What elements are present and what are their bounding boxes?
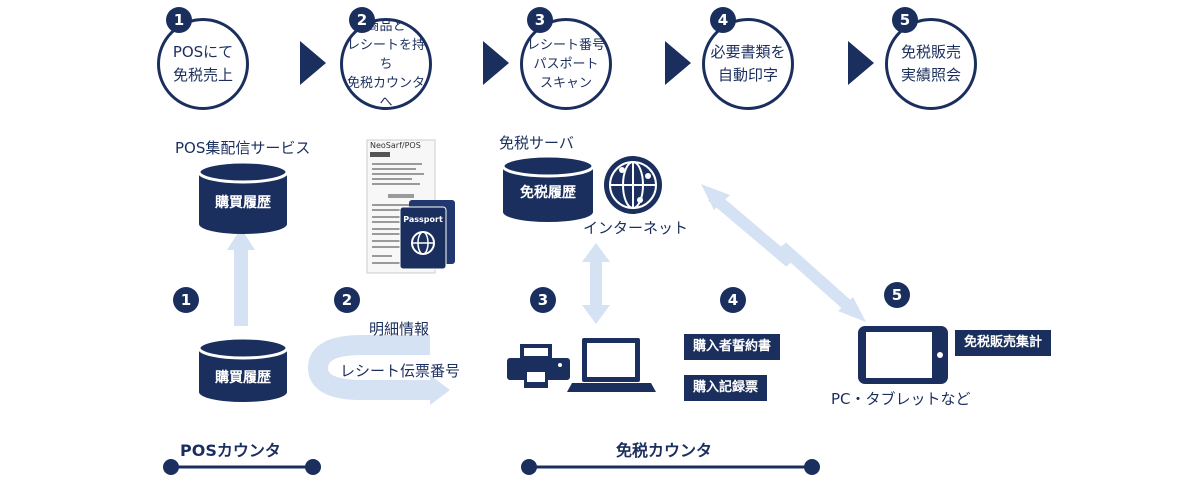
step-1-text: POSにて 免税売上 [172, 43, 234, 84]
tablet-icon [858, 326, 948, 384]
chevron-right-icon [848, 41, 874, 85]
database-icon [197, 336, 289, 402]
marker-3: 3 [530, 287, 556, 313]
receipt-brand: NeoSarf/POS [370, 141, 421, 150]
step-3-badge: 3 [527, 7, 553, 33]
step-3-text: レシート番号 パスポート スキャン [526, 37, 605, 91]
record-tag: 購入記録票 [684, 375, 768, 401]
pos-counter-label: POSカウンタ [180, 441, 281, 460]
step-2-text: 商品と レシートを持ち 免税カウンタへ [346, 18, 425, 110]
pos-counter-line [163, 459, 321, 475]
oath-tag: 購入者誓約書 [684, 334, 781, 360]
step-5-circle: 免税販売 実績照会 [885, 18, 977, 110]
step-1-badge: 1 [166, 7, 192, 33]
marker-5: 5 [884, 282, 910, 308]
internet-label: インターネット [583, 219, 689, 237]
chevron-right-icon [483, 41, 509, 85]
step-5-text: 免税販売 実績照会 [900, 43, 961, 84]
step-3-circle: レシート番号 パスポート スキャン [520, 18, 612, 110]
summary-tag: 免税販売集計 [955, 330, 1052, 356]
u-turn-arrow [307, 335, 450, 405]
chevron-right-icon [665, 41, 691, 85]
pos-service-label: POS集配信サービス [175, 139, 311, 157]
step-5-badge: 5 [892, 7, 918, 33]
pc-tablet-label: PC・タブレットなど [831, 390, 971, 408]
tax-free-counter-label: 免税カウンタ [616, 441, 713, 460]
detail-info-label: 明細情報 [369, 320, 430, 338]
tax-free-counter-line [521, 459, 820, 475]
marker-1: 1 [173, 287, 199, 313]
step-2-circle: 商品と レシートを持ち 免税カウンタへ [340, 18, 432, 110]
marker-2: 2 [334, 287, 360, 313]
printer-icon [507, 344, 570, 388]
step-4-text: 必要書類を 自動印字 [710, 43, 786, 84]
purchase-history-db-label: 購買履歴 [214, 194, 271, 211]
database-icon [501, 154, 595, 222]
receipt-number-label: レシート伝票番号 [340, 362, 461, 380]
purchase-history-db-label: 購買履歴 [214, 369, 271, 386]
step-4-badge: 4 [710, 7, 736, 33]
tax-server-label: 免税サーバ [499, 134, 574, 152]
passport-label: Passport [403, 215, 443, 224]
lightning-arrow [701, 184, 866, 322]
marker-4: 4 [720, 287, 746, 313]
passport-icon [399, 200, 455, 270]
chevron-right-icon [300, 41, 326, 85]
upload-arrow [227, 228, 255, 326]
database-icon [197, 160, 289, 234]
laptop-icon [567, 338, 656, 392]
step-1-circle: POSにて 免税売上 [157, 18, 249, 110]
double-arrow-vertical [582, 243, 610, 324]
step-2-badge: 2 [349, 7, 375, 33]
step-4-circle: 必要書類を 自動印字 [702, 18, 794, 110]
globe-icon [604, 156, 662, 214]
tax-history-db-label: 免税履歴 [520, 184, 576, 201]
